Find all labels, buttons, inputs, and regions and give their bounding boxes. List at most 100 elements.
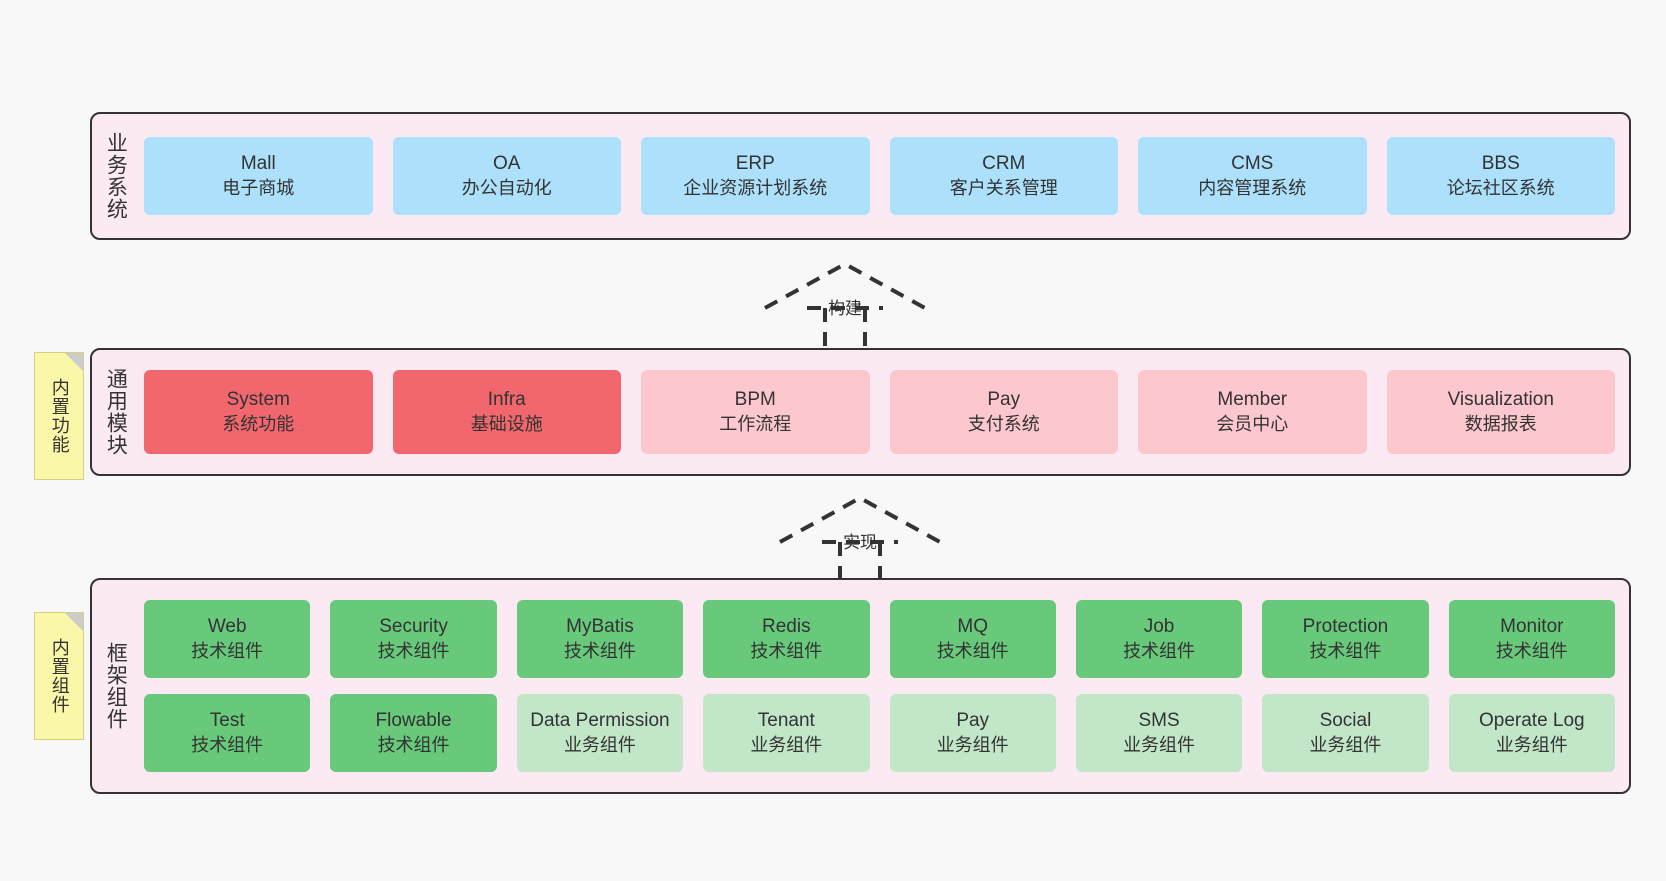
connector-build-label: 构建: [828, 299, 862, 318]
layer-business-system: 业务系统 Mall 电子商城 OA 办公自动化 ERP 企业资源计划系统 CRM: [90, 112, 1631, 240]
layer-business-system-label: 业务系统: [104, 132, 128, 220]
connector-implement: 实现: [770, 492, 950, 592]
business-box-oa[interactable]: OA 办公自动化: [392, 137, 621, 215]
component-box-data-permission-en: Data Permission: [530, 710, 670, 732]
component-box-web-en: Web: [207, 616, 247, 638]
sticky-note-builtin-features: 内置功能: [34, 352, 84, 480]
module-box-infra[interactable]: Infra 基础设施: [392, 370, 621, 454]
component-box-data-permission[interactable]: Data Permission 业务组件: [516, 694, 684, 772]
module-box-member[interactable]: Member 会员中心: [1138, 370, 1367, 454]
component-box-tenant-en: Tenant: [757, 710, 815, 732]
component-box-security[interactable]: Security 技术组件: [330, 600, 497, 678]
business-box-bbs-cn: 论坛社区系统: [1446, 177, 1555, 198]
common-module-row: System 系统功能 Infra 基础设施 BPM 工作流程 Pay 支付系统…: [144, 370, 1615, 454]
module-box-visualization-en: Visualization: [1447, 389, 1554, 411]
business-box-erp[interactable]: ERP 企业资源计划系统: [641, 137, 870, 215]
business-box-cms-en: CMS: [1231, 153, 1274, 175]
component-box-pay[interactable]: Pay 业务组件: [889, 694, 1056, 772]
business-box-erp-en: ERP: [735, 153, 775, 175]
component-box-mq[interactable]: MQ 技术组件: [889, 600, 1056, 678]
business-box-bbs[interactable]: BBS 论坛社区系统: [1386, 137, 1615, 215]
component-box-mq-cn: 技术组件: [936, 640, 1009, 661]
connector-implement-label: 实现: [843, 533, 877, 552]
component-box-monitor[interactable]: Monitor 技术组件: [1448, 600, 1615, 678]
component-box-job[interactable]: Job 技术组件: [1075, 600, 1243, 678]
business-box-erp-cn: 企业资源计划系统: [683, 177, 828, 198]
business-box-oa-en: OA: [493, 153, 521, 175]
component-box-flowable[interactable]: Flowable 技术组件: [330, 694, 497, 772]
component-box-operate-log-en: Operate Log: [1478, 710, 1585, 732]
module-box-pay-cn: 支付系统: [967, 413, 1040, 434]
component-box-security-en: Security: [379, 616, 448, 638]
layer-common-module: 通用模块 System 系统功能 Infra 基础设施 BPM 工作流程 Pay: [90, 348, 1631, 476]
module-box-member-en: Member: [1217, 389, 1288, 411]
business-box-cms-cn: 内容管理系统: [1198, 177, 1307, 198]
component-box-operate-log[interactable]: Operate Log 业务组件: [1448, 694, 1615, 772]
business-box-cms[interactable]: CMS 内容管理系统: [1138, 137, 1367, 215]
component-box-flowable-cn: 技术组件: [377, 734, 450, 755]
component-box-sms[interactable]: SMS 业务组件: [1075, 694, 1243, 772]
module-box-bpm-cn: 工作流程: [719, 413, 792, 434]
business-box-oa-cn: 办公自动化: [461, 177, 552, 198]
module-box-system[interactable]: System 系统功能: [144, 370, 373, 454]
component-box-monitor-cn: 技术组件: [1495, 640, 1568, 661]
layer-framework-component-label: 框架组件: [104, 642, 128, 730]
framework-tech-row: Web 技术组件 Security 技术组件 MyBatis 技术组件 Redi…: [144, 600, 1615, 678]
component-box-web-cn: 技术组件: [191, 640, 264, 661]
business-box-mall-en: Mall: [240, 153, 276, 175]
layer-common-module-body: System 系统功能 Infra 基础设施 BPM 工作流程 Pay 支付系统…: [138, 350, 1629, 474]
component-box-redis[interactable]: Redis 技术组件: [703, 600, 870, 678]
component-box-redis-cn: 技术组件: [750, 640, 823, 661]
business-box-crm[interactable]: CRM 客户关系管理: [889, 137, 1118, 215]
component-box-monitor-en: Monitor: [1500, 616, 1564, 638]
business-box-mall-cn: 电子商城: [222, 177, 295, 198]
component-box-test-en: Test: [209, 710, 245, 732]
component-box-flowable-en: Flowable: [375, 710, 452, 732]
component-box-mybatis[interactable]: MyBatis 技术组件: [516, 600, 684, 678]
business-system-row: Mall 电子商城 OA 办公自动化 ERP 企业资源计划系统 CRM 客户关系…: [144, 137, 1615, 215]
component-box-mybatis-cn: 技术组件: [563, 640, 636, 661]
component-box-social-en: Social: [1319, 710, 1372, 732]
module-box-pay-en: Pay: [987, 389, 1021, 411]
component-box-pay-cn: 业务组件: [936, 734, 1009, 755]
component-box-security-cn: 技术组件: [377, 640, 450, 661]
component-box-tenant[interactable]: Tenant 业务组件: [703, 694, 870, 772]
component-box-sms-en: SMS: [1138, 710, 1180, 732]
module-box-system-cn: 系统功能: [222, 413, 295, 434]
module-box-infra-en: Infra: [487, 389, 526, 411]
business-box-crm-en: CRM: [982, 153, 1026, 175]
module-box-infra-cn: 基础设施: [470, 413, 543, 434]
layer-framework-component: 框架组件 Web 技术组件 Security 技术组件 MyBatis 技术组件…: [90, 578, 1631, 794]
component-box-operate-log-cn: 业务组件: [1495, 734, 1568, 755]
module-box-system-en: System: [226, 389, 290, 411]
component-box-data-permission-cn: 业务组件: [563, 734, 636, 755]
component-box-test-cn: 技术组件: [191, 734, 264, 755]
module-box-pay[interactable]: Pay 支付系统: [889, 370, 1118, 454]
component-box-job-en: Job: [1143, 616, 1175, 638]
connector-build: 构建: [755, 258, 935, 358]
business-box-bbs-en: BBS: [1481, 153, 1520, 175]
component-box-web[interactable]: Web 技术组件: [144, 600, 311, 678]
component-box-social[interactable]: Social 业务组件: [1262, 694, 1429, 772]
module-box-visualization-cn: 数据报表: [1464, 413, 1537, 434]
component-box-protection-en: Protection: [1302, 616, 1389, 638]
component-box-sms-cn: 业务组件: [1123, 734, 1196, 755]
component-box-social-cn: 业务组件: [1309, 734, 1382, 755]
framework-mixed-row: Test 技术组件 Flowable 技术组件 Data Permission …: [144, 694, 1615, 772]
business-box-mall[interactable]: Mall 电子商城: [144, 137, 373, 215]
component-box-protection[interactable]: Protection 技术组件: [1262, 600, 1429, 678]
component-box-redis-en: Redis: [762, 616, 811, 638]
component-box-job-cn: 技术组件: [1123, 640, 1196, 661]
component-box-protection-cn: 技术组件: [1309, 640, 1382, 661]
module-box-visualization[interactable]: Visualization 数据报表: [1386, 370, 1615, 454]
sticky-note-builtin-components: 内置组件: [34, 612, 84, 740]
component-box-mq-en: MQ: [957, 616, 988, 638]
layer-framework-component-body: Web 技术组件 Security 技术组件 MyBatis 技术组件 Redi…: [138, 580, 1629, 792]
layer-common-module-label: 通用模块: [104, 368, 128, 456]
module-box-bpm[interactable]: BPM 工作流程: [641, 370, 870, 454]
module-box-bpm-en: BPM: [734, 389, 776, 411]
component-box-pay-en: Pay: [956, 710, 990, 732]
component-box-test[interactable]: Test 技术组件: [144, 694, 311, 772]
business-box-crm-cn: 客户关系管理: [949, 177, 1058, 198]
